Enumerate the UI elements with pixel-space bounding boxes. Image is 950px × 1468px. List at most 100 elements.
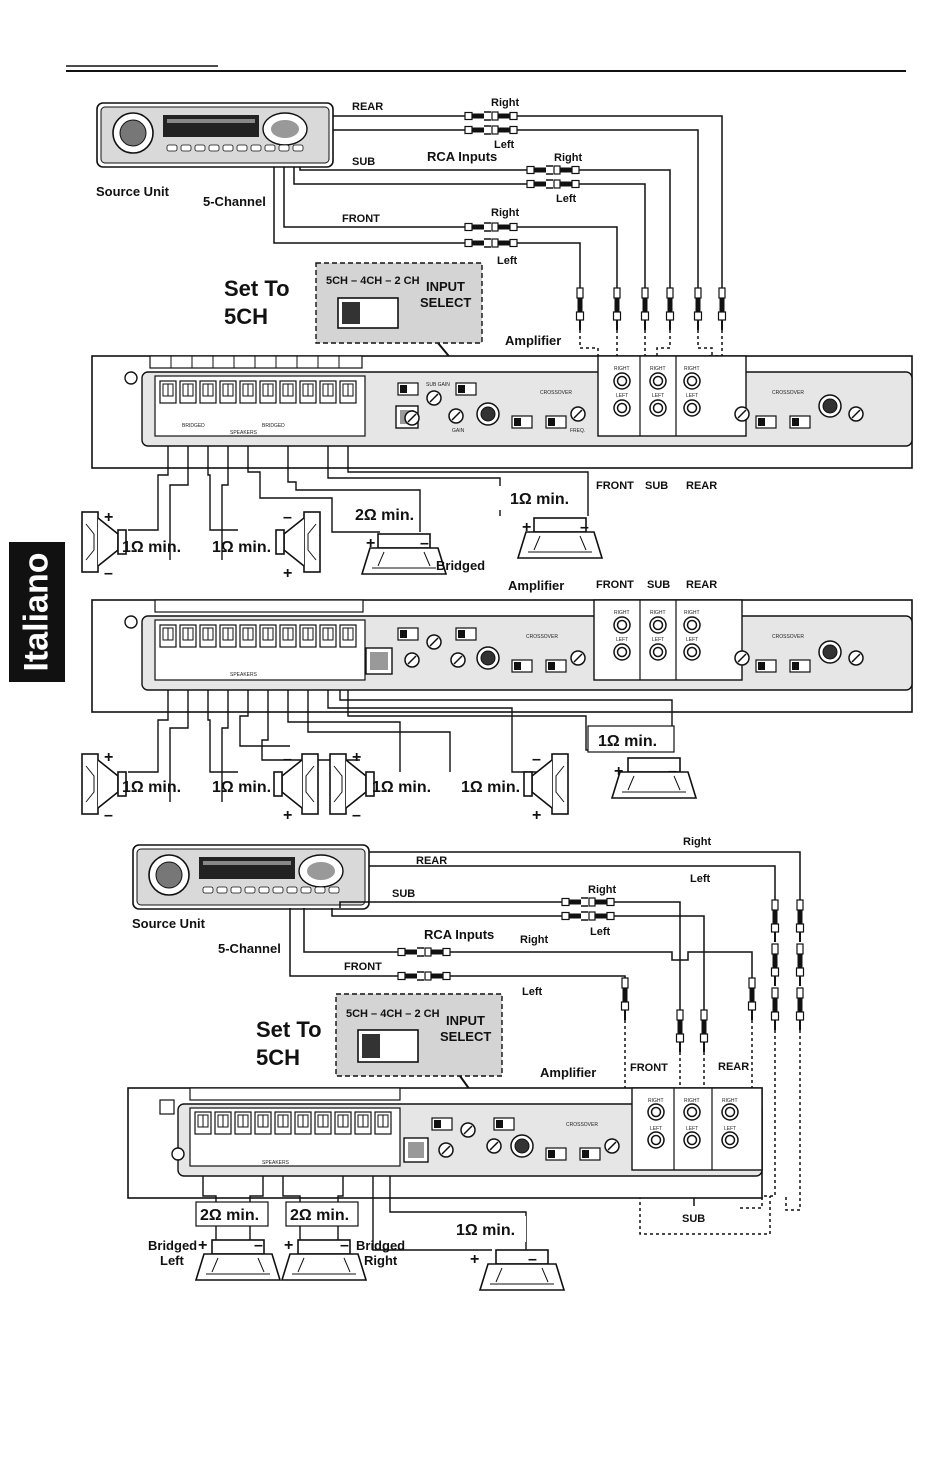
front-right-label-1: Right (491, 207, 519, 219)
rear-right-label-1: Right (491, 97, 519, 109)
sub-gain-1: SUB GAIN (426, 382, 450, 388)
jack-right-sub-1: RIGHT (650, 366, 666, 372)
jack-left-front-2: LEFT (616, 637, 628, 643)
diagram-1: Source Unit 5-Channel REAR Right Left SU… (81, 97, 913, 582)
speaker-2-3-label: 1Ω min. (372, 779, 431, 796)
jack-left-sub-1: LEFT (652, 393, 664, 399)
svg-text:–: – (528, 1251, 537, 1268)
sub-right-label-3: Right (588, 884, 616, 896)
svg-text:+: + (352, 749, 361, 766)
svg-text:–: – (668, 763, 677, 780)
rear-left-label-1: Left (494, 139, 515, 151)
svg-text:–: – (283, 751, 292, 768)
front-left-label-3: Left (522, 986, 543, 998)
jack-left-sub-2: LEFT (652, 637, 664, 643)
bridged-panel-a: BRIDGED (182, 423, 205, 429)
svg-text:–: – (340, 1237, 349, 1254)
gain-1: GAIN (452, 428, 465, 434)
out-rear-label-1: REAR (686, 480, 717, 492)
jack-left-rear-2: LEFT (686, 637, 698, 643)
jack-right-sub-3: RIGHT (684, 1098, 700, 1104)
svg-text:–: – (532, 751, 541, 768)
sub-right-label-1: Right (554, 152, 582, 164)
input-label-1: INPUT (426, 279, 465, 294)
amplifier-label-1: Amplifier (505, 333, 561, 348)
jack-left-front-1: LEFT (616, 393, 628, 399)
front-label-2: FRONT (596, 579, 634, 591)
jack-left-rear-3: LEFT (724, 1126, 736, 1132)
sub-label-3: SUB (392, 888, 415, 900)
svg-text:+: + (283, 565, 292, 582)
out-front-label-1: FRONT (596, 480, 634, 492)
rear-label-1: REAR (352, 101, 383, 113)
language-tab: Italiano (9, 542, 65, 682)
bridged-panel-b: BRIDGED (262, 423, 285, 429)
rear-right-label-3: Right (683, 836, 711, 848)
source-unit-label-1: Source Unit (96, 184, 170, 199)
speaker-2-5-label: 1Ω min. (598, 733, 657, 750)
source-unit-label-3: Source Unit (132, 916, 206, 931)
svg-text:+: + (614, 763, 623, 780)
speakers-label-3: SPEAKERS (262, 1160, 290, 1166)
speaker-3-3-label: 1Ω min. (456, 1222, 515, 1239)
rca-inputs-label-1: RCA Inputs (427, 149, 497, 164)
input-label-3: INPUT (446, 1013, 485, 1028)
diagram-2: Amplifier FRONT SUB REAR SPEAKERS CROSSO… (81, 578, 913, 824)
rear-label-2: REAR (686, 579, 717, 591)
sub-left-label-3: Left (590, 926, 611, 938)
svg-text:+: + (104, 509, 113, 526)
svg-text:–: – (254, 1237, 263, 1254)
head-unit-3 (132, 844, 370, 910)
sub-left-label-1: Left (556, 193, 577, 205)
jack-right-front-3: RIGHT (648, 1098, 664, 1104)
sub-label-2: SUB (647, 579, 670, 591)
jack-right-sub-2: RIGHT (650, 610, 666, 616)
svg-text:+: + (470, 1251, 479, 1268)
jack-right-rear-3: RIGHT (722, 1098, 738, 1104)
front-label-1: FRONT (342, 213, 380, 225)
jack-right-rear-1: RIGHT (684, 366, 700, 372)
jack-right-front-1: RIGHT (614, 366, 630, 372)
speaker-2-4 (523, 753, 569, 815)
svg-text:–: – (104, 565, 113, 582)
speaker-1-3-label: 2Ω min. (355, 507, 414, 524)
svg-text:–: – (104, 807, 113, 824)
speaker-3-1 (195, 1239, 281, 1281)
amplifier-label-3: Amplifier (540, 1065, 596, 1080)
diagram-3: Source Unit 5-Channel REAR Right Left SU… (127, 836, 805, 1291)
freq-1: FREQ. (570, 428, 585, 434)
svg-text:–: – (283, 509, 292, 526)
speaker-3-3 (479, 1249, 565, 1291)
bridged-left-label-b: Left (160, 1253, 185, 1268)
five-channel-label-1: 5-Channel (203, 194, 266, 209)
rear-label-3: REAR (416, 855, 447, 867)
bridged-right-label-a: Bridged (356, 1238, 405, 1253)
speaker-2-2-label: 1Ω min. (212, 779, 271, 796)
bridged-left-label-a: Bridged (148, 1238, 197, 1253)
five-channel-label-3: 5-Channel (218, 941, 281, 956)
bridged-label-1: Bridged (436, 558, 485, 573)
crossover-front-2: CROSSOVER (526, 634, 558, 640)
svg-text:+: + (366, 535, 375, 552)
speaker-2-1-label: 1Ω min. (122, 779, 181, 796)
crossover-front-3: CROSSOVER (566, 1122, 598, 1128)
rca-inputs-label-3: RCA Inputs (424, 927, 494, 942)
switch-modes-label-3: 5CH – 4CH – 2 CH (346, 1008, 440, 1020)
rear-left-label-3: Left (690, 873, 711, 885)
speaker-1-1-label: 1Ω min. (122, 539, 181, 556)
speaker-2-2 (273, 753, 319, 815)
jack-left-front-3: LEFT (650, 1126, 662, 1132)
svg-text:–: – (352, 807, 361, 824)
out-front-label-3: FRONT (630, 1062, 668, 1074)
out-sub-label-1: SUB (645, 480, 668, 492)
out-sub-label-3: SUB (682, 1213, 705, 1225)
front-left-label-1: Left (497, 255, 518, 267)
svg-text:+: + (104, 749, 113, 766)
select-label-3: SELECT (440, 1029, 491, 1044)
amplifier-3: SPEAKERS CROSSOVER RIGHT LEFT RIGHT LEFT… (127, 1087, 763, 1199)
bridged-right-label-b: Right (364, 1253, 398, 1268)
front-label-3: FRONT (344, 961, 382, 973)
svg-text:–: – (420, 535, 429, 552)
select-label-1: SELECT (420, 295, 471, 310)
svg-text:+: + (283, 807, 292, 824)
